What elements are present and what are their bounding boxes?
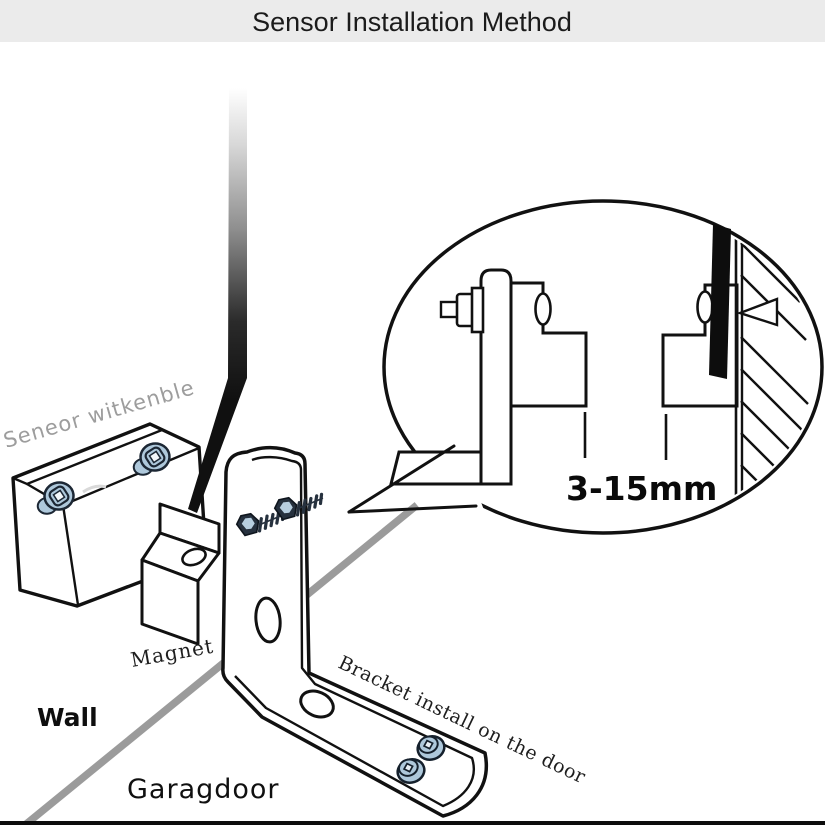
detail-sensor-ear (534, 292, 552, 326)
detail-screw-side (439, 286, 485, 334)
title-bar: Sensor Installation Method (0, 0, 825, 42)
detail-magnet-ear (696, 290, 714, 324)
bracket-slot-arm (299, 689, 335, 719)
zoom-callout-balloon: 3-15mm (346, 199, 824, 535)
l-bracket (221, 445, 489, 818)
wall-label: Wall (37, 703, 98, 732)
title-bar-background (0, 0, 825, 42)
magnet-hole (181, 547, 207, 567)
footer-bar (0, 821, 825, 825)
wall-arrow (736, 297, 779, 327)
bracket-slot-vertical (254, 596, 282, 644)
magnet-box (140, 502, 221, 646)
gap-label: 3-15mm (566, 469, 717, 508)
detail-left-assembly (389, 268, 588, 486)
page-title: Sensor Installation Method (252, 7, 572, 37)
balloon-tail-outline (347, 444, 478, 514)
magnet-label: Magnet (129, 634, 216, 672)
sensor-cable (188, 88, 247, 513)
wall-ground-line (22, 502, 420, 825)
detail-sensor-block (509, 281, 588, 408)
door-panel-bar (709, 224, 731, 379)
garage-door-label: Garagdoor (127, 774, 280, 805)
